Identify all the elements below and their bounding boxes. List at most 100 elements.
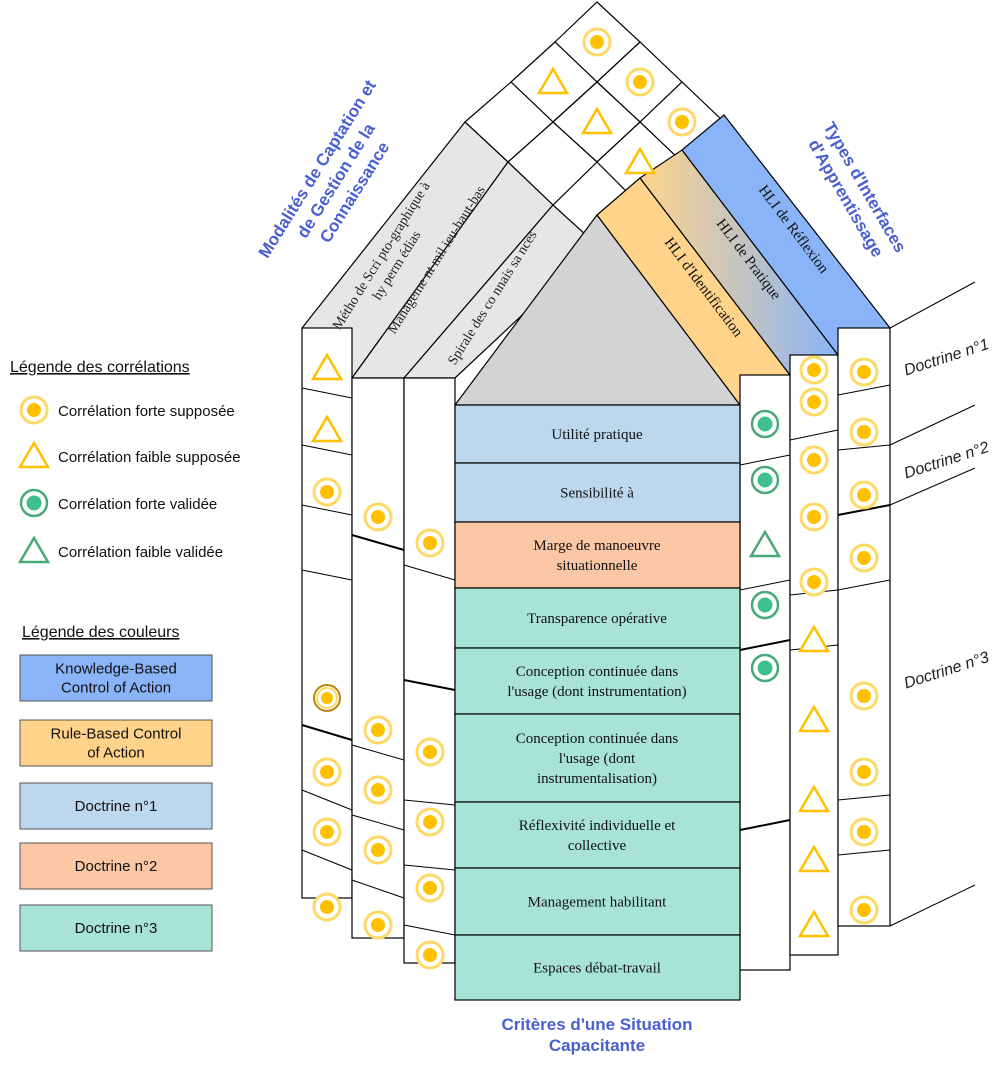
left-col3-strong-symbol bbox=[415, 940, 445, 970]
svg-text:Knowledge-Based: Knowledge-Based bbox=[55, 661, 177, 678]
left-col2-strong-symbol bbox=[363, 910, 393, 940]
svg-text:Control of Action: Control of Action bbox=[61, 680, 171, 697]
svg-text:Corrélation faible validée: Corrélation faible validée bbox=[58, 544, 223, 561]
weak_valid-legend-icon bbox=[17, 535, 51, 564]
right-col3-strong-symbol bbox=[849, 543, 879, 573]
right-col2-weak-symbol bbox=[797, 909, 831, 938]
criterion-box: Sensibilité à bbox=[454, 462, 741, 523]
right-col2-weak-symbol bbox=[797, 704, 831, 733]
criterion-label: collective bbox=[568, 838, 627, 854]
left-col1-strong-symbol bbox=[312, 757, 342, 787]
roof-weak-symbol bbox=[580, 106, 614, 135]
roof-weak-symbol bbox=[623, 146, 657, 175]
right-panels bbox=[596, 114, 891, 406]
left-col2-strong-symbol bbox=[363, 715, 393, 745]
left-col3-strong-symbol bbox=[415, 737, 445, 767]
left-col1-weak-symbol bbox=[310, 352, 344, 381]
doctrine-label: Doctrine n°2 bbox=[902, 439, 991, 482]
svg-text:Doctrine n°1: Doctrine n°1 bbox=[75, 798, 158, 815]
doctrine-label: Doctrine n°1 bbox=[902, 336, 991, 379]
criterion-box: Marge de manoeuvre situationnelle bbox=[454, 521, 741, 589]
left-col1-strong-symbol bbox=[312, 477, 342, 507]
criteres-title: Capacitante bbox=[549, 1036, 645, 1055]
color-legend-item: Doctrine n°1 bbox=[19, 782, 213, 830]
right-col2-strong-symbol bbox=[799, 387, 829, 417]
right-col1-weak_valid-symbol bbox=[748, 529, 782, 558]
criterion-label: situationnelle bbox=[557, 558, 638, 574]
criterion-label: Conception continuée dans bbox=[516, 731, 679, 747]
criterion-label: instrumentalisation) bbox=[537, 771, 657, 787]
right-col2-strong-symbol bbox=[799, 567, 829, 597]
right-col2-weak-symbol bbox=[797, 624, 831, 653]
right-col1-strong_valid-symbol bbox=[750, 653, 780, 683]
criterion-label: l'usage (dont instrumentation) bbox=[507, 684, 686, 700]
roof-strong-symbol bbox=[582, 27, 612, 57]
criterion-label: Espaces débat-travail bbox=[533, 961, 661, 977]
left-column-dividers bbox=[301, 387, 456, 936]
svg-text:Corrélation faible supposée: Corrélation faible supposée bbox=[58, 449, 241, 466]
criterion-box: Conception continuée dans l'usage (dont in… bbox=[454, 713, 741, 803]
strong_valid-legend-icon bbox=[19, 488, 49, 518]
left-col1-strong-symbol bbox=[312, 817, 342, 847]
criterion-label: Marge de manoeuvre bbox=[533, 538, 661, 554]
right-col1-strong_valid-symbol bbox=[750, 590, 780, 620]
doctrine-label: Doctrine n°3 bbox=[902, 649, 991, 692]
right-col2-strong-symbol bbox=[799, 502, 829, 532]
correlation-symbols bbox=[310, 27, 879, 970]
svg-text:Doctrine n°2: Doctrine n°2 bbox=[75, 858, 158, 875]
doctrine-separators bbox=[889, 281, 976, 927]
criterion-label: Sensibilité à bbox=[560, 486, 634, 502]
correlation-legend-title: Légende des corrélations bbox=[10, 359, 190, 376]
roof-strong-symbol bbox=[667, 107, 697, 137]
criterion-label: Management habilitant bbox=[528, 895, 668, 911]
left-col2-strong-symbol bbox=[363, 775, 393, 805]
criterion-box: Conception continuée dans l'usage (dont i… bbox=[454, 647, 741, 715]
right-col3-strong-symbol bbox=[849, 681, 879, 711]
strong-legend-icon bbox=[19, 395, 49, 425]
criterion-box: Réflexivité individuelle et collective bbox=[454, 801, 741, 869]
color-legend-item: Doctrine n°2 bbox=[19, 842, 213, 890]
criterion-label: Conception continuée dans bbox=[516, 664, 679, 680]
svg-text:Doctrine n°3: Doctrine n°3 bbox=[75, 920, 158, 937]
left-col2-strong-symbol bbox=[363, 835, 393, 865]
criterion-box: Espaces débat-travail bbox=[454, 934, 741, 1001]
criterion-box: Management habilitant bbox=[454, 867, 741, 936]
right-col3-strong-symbol bbox=[849, 357, 879, 387]
right-col3-strong-symbol bbox=[849, 417, 879, 447]
right-col3-strong-symbol bbox=[849, 895, 879, 925]
roof-strong-symbol bbox=[625, 67, 655, 97]
color-legend-item: Rule-Based Control of Action bbox=[19, 719, 213, 767]
left-col3-strong-symbol bbox=[415, 528, 445, 558]
criterion-label: Utilité pratique bbox=[551, 427, 643, 443]
criterion-label: l'usage (dont bbox=[559, 751, 636, 767]
weak-legend-icon bbox=[17, 440, 51, 469]
svg-text:of Action: of Action bbox=[87, 745, 145, 762]
left-col3-strong-symbol bbox=[415, 873, 445, 903]
right-col3-strong-symbol bbox=[849, 480, 879, 510]
right-col2-strong-symbol bbox=[799, 445, 829, 475]
right-col1-strong_valid-symbol bbox=[750, 409, 780, 439]
right-col1-strong_valid-symbol bbox=[750, 465, 780, 495]
criterion-box: Utilité pratique bbox=[454, 404, 741, 464]
left-col1-strong_double-symbol bbox=[313, 684, 341, 712]
criterion-label: Réflexivité individuelle et bbox=[519, 818, 676, 834]
left-col2-strong-symbol bbox=[363, 502, 393, 532]
roof-weak-symbol bbox=[536, 66, 570, 95]
svg-text:Corrélation forte supposée: Corrélation forte supposée bbox=[58, 403, 235, 420]
right-col3-strong-symbol bbox=[849, 817, 879, 847]
svg-text:Rule-Based Control: Rule-Based Control bbox=[51, 726, 182, 743]
roof bbox=[301, 1, 891, 406]
right-col3-strong-symbol bbox=[849, 757, 879, 787]
correlation-legend-item: Corrélation faible validée bbox=[17, 535, 223, 564]
svg-text:Corrélation forte validée: Corrélation forte validée bbox=[58, 496, 217, 513]
criterion-box: Transparence opérative bbox=[454, 587, 741, 649]
right-col2-weak-symbol bbox=[797, 844, 831, 873]
color-legend-item: Doctrine n°3 bbox=[19, 904, 213, 952]
correlation-legend-item: Corrélation forte supposée bbox=[19, 395, 235, 425]
criterion-label: Transparence opérative bbox=[527, 611, 667, 627]
correlation-legend-item: Corrélation faible supposée bbox=[17, 440, 241, 469]
